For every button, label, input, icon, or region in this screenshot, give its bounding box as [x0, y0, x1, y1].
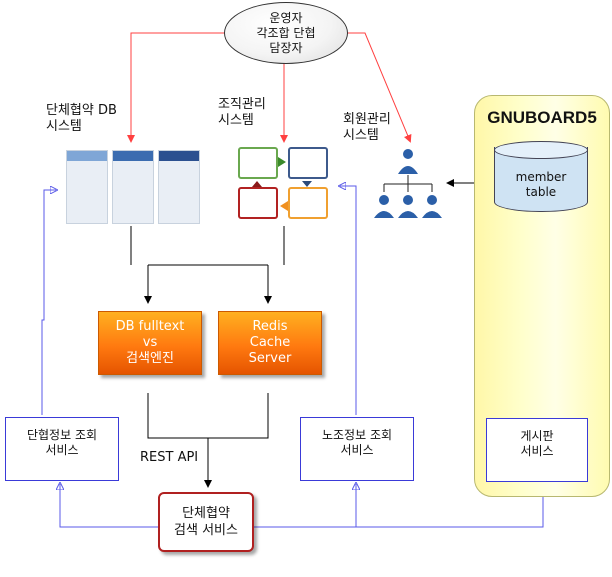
org-management-icon — [238, 147, 330, 221]
db-system-label: 단체협약 DB 시스템 — [46, 103, 117, 134]
labor-info-service-box: 노조정보 조회 서비스 — [300, 417, 414, 481]
gnuboard-title: GNUBOARD5 — [487, 108, 597, 127]
board-service-label: 게시판 서비스 — [520, 429, 554, 458]
org-system-label: 조직관리 시스템 — [218, 97, 266, 128]
member-table-label: member table — [515, 170, 567, 199]
member-table-top — [494, 141, 588, 159]
db-documents-icon — [66, 150, 200, 226]
union-info-service-box: 단협정보 조회 서비스 — [5, 417, 119, 481]
agreement-search-service-box: 단체협약 검색 서비스 — [158, 492, 254, 552]
feedback-links — [41, 186, 543, 528]
rest-api-label: REST API — [140, 450, 199, 465]
union-info-service-label: 단협정보 조회 서비스 — [26, 428, 98, 457]
member-org-lines — [383, 175, 433, 192]
member-system-label: 회원관리 시스템 — [343, 112, 391, 143]
operator-links — [127, 32, 412, 143]
labor-info-service-label: 노조정보 조회 서비스 — [321, 428, 393, 457]
operator-node: 운영자 각조합 단협 담장자 — [224, 2, 348, 64]
search-engine-box: DB fulltext vs 검색엔진 — [98, 311, 202, 375]
org-arrows-icon — [252, 157, 312, 211]
redis-cache-box: Redis Cache Server — [218, 311, 322, 375]
member-group-icon — [374, 149, 442, 218]
board-service-box: 게시판 서비스 — [486, 418, 588, 482]
